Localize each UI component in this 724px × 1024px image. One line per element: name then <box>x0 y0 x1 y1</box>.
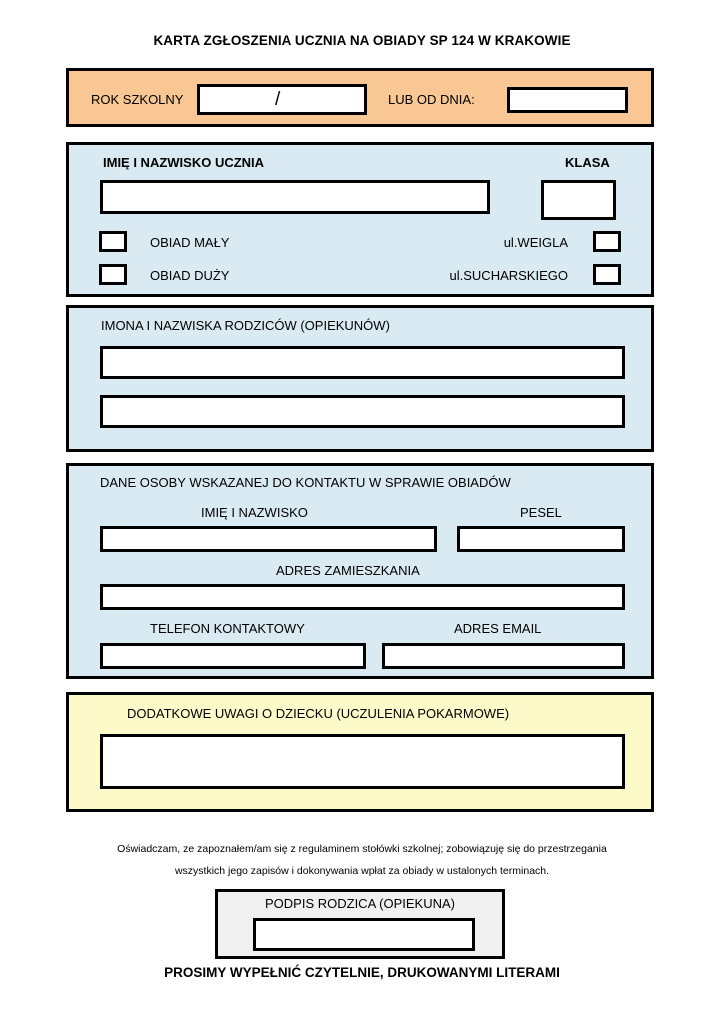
contact-email-label: ADRES EMAIL <box>454 621 542 636</box>
contact-address-label: ADRES ZAMIESZKANIA <box>276 563 420 578</box>
contact-heading: DANE OSOBY WSKAZANEJ DO KONTAKTU W SPRAW… <box>100 475 511 490</box>
parent-2-input[interactable] <box>100 395 625 428</box>
student-section: IMIĘ I NAZWISKO UCZNIA KLASA OBIAD MAŁY … <box>66 142 654 297</box>
contact-section: DANE OSOBY WSKAZANEJ DO KONTAKTU W SPRAW… <box>66 463 654 679</box>
contact-pesel-label: PESEL <box>520 505 562 520</box>
declaration-line-1: Oświadczam, ze zapoznałem/am się z regul… <box>117 843 607 855</box>
student-class-label: KLASA <box>565 155 610 170</box>
signature-section: PODPIS RODZICA (OPIEKUNA) <box>215 889 505 959</box>
footer-instruction: PROSIMY WYPEŁNIĆ CZYTELNIE, DRUKOWANYMI … <box>164 965 560 980</box>
signature-label: PODPIS RODZICA (OPIEKUNA) <box>265 896 455 911</box>
from-date-label: LUB OD DNIA: <box>388 92 475 107</box>
signature-input[interactable] <box>253 918 475 951</box>
checkbox-ul-sucharskiego[interactable] <box>593 264 621 285</box>
school-year-input[interactable]: / <box>197 84 367 115</box>
parent-1-input[interactable] <box>100 346 625 379</box>
notes-label: DODATKOWE UWAGI O DZIECKU (UCZULENIA POK… <box>127 706 510 721</box>
contact-name-label: IMIĘ I NAZWISKO <box>201 505 308 520</box>
contact-pesel-input[interactable] <box>457 526 625 552</box>
contact-phone-input[interactable] <box>100 643 366 669</box>
label-obiad-duzy: OBIAD DUŻY <box>150 268 230 283</box>
school-year-section: ROK SZKOLNY / LUB OD DNIA: <box>66 68 654 127</box>
school-year-label: ROK SZKOLNY <box>91 92 184 107</box>
label-obiad-maly: OBIAD MAŁY <box>150 235 230 250</box>
school-year-separator: / <box>275 89 281 110</box>
checkbox-obiad-duzy[interactable] <box>99 264 127 285</box>
contact-phone-label: TELEFON KONTAKTOWY <box>150 621 305 636</box>
checkbox-ul-weigla[interactable] <box>593 231 621 252</box>
student-name-input[interactable] <box>100 180 490 214</box>
parents-label: IMONA I NAZWISKA RODZICÓW (OPIEKUNÓW) <box>101 318 390 333</box>
contact-name-input[interactable] <box>100 526 437 552</box>
contact-email-input[interactable] <box>382 643 625 669</box>
notes-section: DODATKOWE UWAGI O DZIECKU (UCZULENIA POK… <box>66 692 654 812</box>
contact-address-input[interactable] <box>100 584 625 610</box>
student-class-input[interactable] <box>541 180 616 220</box>
student-name-label: IMIĘ I NAZWISKO UCZNIA <box>103 155 265 170</box>
declaration-text: Oświadczam, ze zapoznałem/am się z regul… <box>62 838 662 882</box>
checkbox-obiad-maly[interactable] <box>99 231 127 252</box>
page-title: KARTA ZGŁOSZENIA UCZNIA NA OBIADY SP 124… <box>153 33 571 48</box>
parents-section: IMONA I NAZWISKA RODZICÓW (OPIEKUNÓW) <box>66 305 654 452</box>
label-ul-sucharskiego: ul.SUCHARSKIEGO <box>449 268 568 283</box>
declaration-line-2: wszystkich jego zapisów i dokonywania wp… <box>174 865 550 877</box>
notes-input[interactable] <box>100 734 625 789</box>
from-date-input[interactable] <box>507 87 628 113</box>
label-ul-weigla: ul.WEIGLA <box>503 235 568 250</box>
